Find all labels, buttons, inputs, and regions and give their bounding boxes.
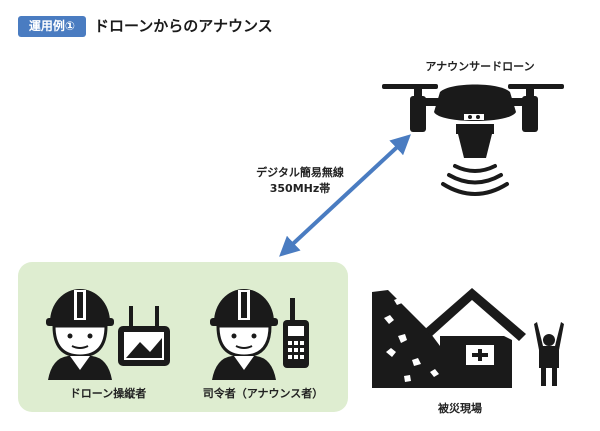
collapsed-house-icon [424,288,526,388]
double-arrow-icon [279,134,411,257]
speaker-icon [456,124,494,158]
site-label: 被災現場 [438,402,482,415]
sound-waves-icon [441,164,509,196]
commander-label: 司令者（アナウンス者） [202,387,324,400]
drone-icon [382,84,564,132]
commander-helmet-icon [210,289,278,380]
person-waving-icon [534,322,564,386]
operator-helmet-icon [46,289,114,380]
scenario-badge: 運用例① [18,16,86,37]
page-title: ドローンからのアナウンス [94,17,273,35]
drone-label: アナウンサードローン [425,60,535,73]
radio-icon [283,298,309,368]
controller-icon [118,306,170,366]
operator-label: ドローン操縦者 [69,387,147,400]
